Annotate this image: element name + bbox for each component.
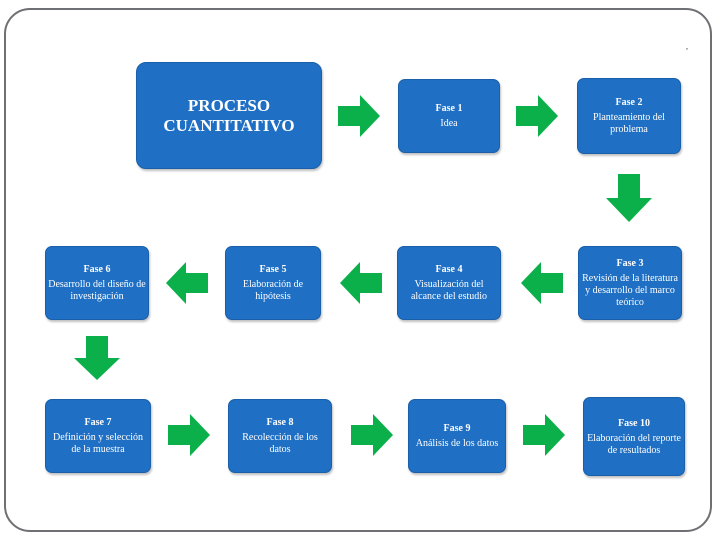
arrow-right-icon [168, 414, 210, 456]
decorative-mark: , [686, 42, 688, 51]
phase-7-text: Definición y selección de la muestra [53, 432, 143, 455]
phase-6-box: Fase 6 Desarrollo del diseño de investig… [45, 246, 149, 320]
phase-4-text: Visualización del alcance del estudio [410, 279, 488, 302]
arrow-left-icon [340, 262, 382, 304]
phase-3-label: Fase 3 [616, 258, 644, 269]
main-process-title: PROCESO CUANTITATIVO [163, 95, 295, 135]
phase-8-text: Recolección de los datos [242, 432, 318, 455]
phase-1-text: Idea [440, 118, 458, 129]
phase-5-text: Elaboración de hipótesis [242, 279, 304, 302]
phase-2-box: Fase 2 Planteamiento del problema [577, 78, 681, 154]
phase-2-text: Planteamiento del problema [593, 112, 665, 135]
arrow-right-icon [351, 414, 393, 456]
phase-9-label: Fase 9 [443, 423, 471, 434]
main-process-box: PROCESO CUANTITATIVO [136, 62, 322, 169]
arrow-down-icon [74, 336, 120, 380]
arrow-down-icon [606, 174, 652, 222]
phase-8-label: Fase 8 [266, 417, 294, 428]
arrow-right-icon [338, 95, 380, 137]
arrow-left-icon [521, 262, 563, 304]
phase-8-box: Fase 8 Recolección de los datos [228, 399, 332, 473]
arrow-left-icon [166, 262, 208, 304]
phase-2-label: Fase 2 [615, 97, 643, 108]
phase-1-label: Fase 1 [435, 103, 463, 114]
phase-5-box: Fase 5 Elaboración de hipótesis [225, 246, 321, 320]
arrow-right-icon [516, 95, 558, 137]
arrow-right-icon [523, 414, 565, 456]
phase-10-text: Elaboración del reporte de resultados [587, 432, 681, 456]
phase-6-text: Desarrollo del diseño de investigación [48, 279, 146, 302]
phase-6-label: Fase 6 [83, 264, 111, 275]
phase-10-box: Fase 10 Elaboración del reporte de resul… [583, 397, 685, 476]
phase-9-text: Análisis de los datos [415, 438, 499, 449]
phase-4-label: Fase 4 [435, 264, 463, 275]
phase-7-box: Fase 7 Definición y selección de la mues… [45, 399, 151, 473]
phase-4-box: Fase 4 Visualización del alcance del est… [397, 246, 501, 320]
phase-3-text: Revisión de la literatura y desarrollo d… [582, 273, 678, 308]
phase-7-label: Fase 7 [84, 417, 112, 428]
phase-5-label: Fase 5 [259, 264, 287, 275]
phase-1-box: Fase 1 Idea [398, 79, 500, 153]
phase-3-box: Fase 3 Revisión de la literatura y desar… [578, 246, 682, 320]
phase-10-label: Fase 10 [618, 417, 650, 429]
phase-9-box: Fase 9 Análisis de los datos [408, 399, 506, 473]
